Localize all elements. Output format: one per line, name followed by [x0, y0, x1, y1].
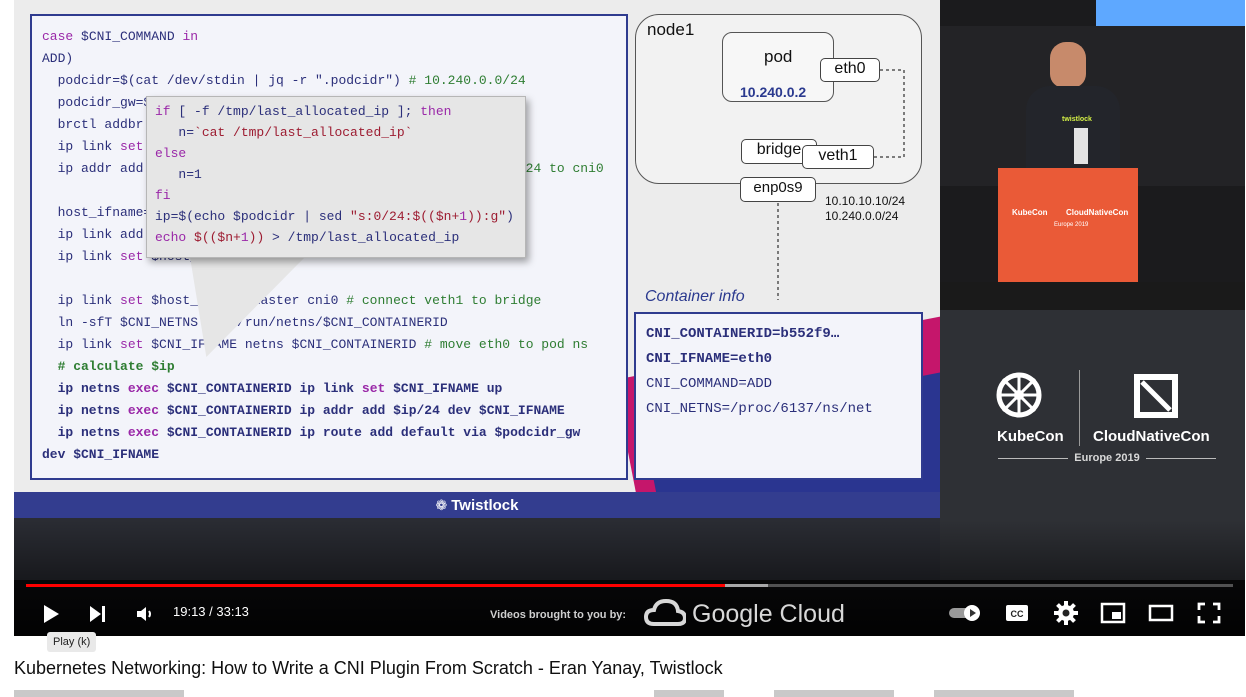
pod-box	[722, 32, 834, 102]
metadata-fragment	[14, 690, 184, 697]
google-cloud-icon[interactable]	[644, 598, 686, 628]
code-line: ip link set $CNI_IFNAME netns $CNI_CONTA…	[42, 337, 589, 352]
stage-screen	[1096, 0, 1245, 26]
google-cloud-wordmark[interactable]: Google Cloud	[692, 600, 845, 628]
code-line: case $CNI_COMMAND in	[42, 29, 199, 44]
code-line: if [ -f /tmp/last_allocated_ip ]; then	[155, 104, 452, 119]
time-display: 19:13 / 33:13	[173, 604, 249, 619]
container-info-heading: Container info	[645, 288, 745, 305]
code-panel: case $CNI_COMMAND in ADD) podcidr=$(cat /…	[30, 14, 628, 480]
speaker-head	[1050, 42, 1086, 88]
settings-gear-icon[interactable]	[1053, 600, 1079, 626]
metadata-fragment	[654, 690, 724, 697]
podium-logo-cncf: CloudNativeCon	[1066, 208, 1129, 217]
code-line: ip netns exec $CNI_CONTAINERID ip link s…	[42, 381, 503, 396]
code-line: n=`cat /tmp/last_allocated_ip`	[155, 125, 413, 140]
metadata-fragment	[934, 690, 1074, 697]
miniplayer-icon[interactable]	[1100, 601, 1126, 625]
node-label: node1	[647, 20, 695, 39]
code-line: ip netns exec $CNI_CONTAINERID ip addr a…	[42, 403, 565, 418]
podium-subtitle: Europe 2019	[1054, 222, 1089, 228]
speaker-shirt-logo: twistlock	[1062, 116, 1092, 123]
popup-code: if [ -f /tmp/last_allocated_ip ]; then n…	[155, 101, 514, 248]
network-addresses: 10.10.10.10/24 10.240.0.0/24	[825, 194, 906, 223]
edition-rule-left	[998, 457, 1069, 459]
cni-script-code: case $CNI_COMMAND in ADD) podcidr=$(cat /…	[42, 26, 604, 466]
fullscreen-icon[interactable]	[1196, 601, 1222, 625]
progress-played	[26, 584, 725, 587]
progress-bar[interactable]	[26, 584, 1233, 587]
enp0s9-interface: enp0s9	[740, 177, 816, 202]
container-info-line: CNI_NETNS=/proc/6137/ns/net	[646, 401, 873, 417]
eth0-interface: eth0	[820, 58, 880, 82]
veth1-interface: veth1	[802, 145, 874, 169]
speaker-body	[1026, 86, 1120, 170]
video-player[interactable]: case $CNI_COMMAND in ADD) podcidr=$(cat /…	[14, 0, 1245, 636]
code-line: echo $(($n+1)) > /tmp/last_allocated_ip	[155, 230, 460, 245]
container-info-line: CNI_CONTAINERID=b552f9…	[646, 326, 840, 342]
kubecon-wordmark: KubeCon	[997, 428, 1064, 445]
play-tooltip: Play (k)	[47, 632, 97, 652]
brand-divider	[1079, 370, 1080, 446]
cloudnativecon-wordmark: CloudNativeCon	[1093, 428, 1210, 445]
play-icon[interactable]	[38, 602, 62, 626]
audience-heads	[940, 282, 1245, 310]
ip-allocation-popup: if [ -f /tmp/last_allocated_ip ]; then n…	[146, 96, 526, 258]
code-line: ln -sfT $CNI_NETNS /var/run/netns/$CNI_C…	[42, 315, 448, 330]
next-video-icon[interactable]	[86, 602, 110, 626]
video-frame[interactable]: case $CNI_COMMAND in ADD) podcidr=$(cat /…	[14, 0, 1245, 580]
speaker-camera: twistlock KubeCon CloudNativeCon Europe …	[940, 0, 1245, 310]
slide-footer	[14, 492, 940, 518]
podium-logo-kubecon: KubeCon	[1012, 208, 1048, 217]
controls-gradient	[14, 520, 1245, 636]
bridge-interface: bridge	[741, 139, 817, 164]
kubernetes-helm-icon	[996, 372, 1042, 418]
code-line: else	[155, 146, 187, 161]
speaker-badge	[1074, 128, 1088, 164]
video-title: Kubernetes Networking: How to Write a CN…	[14, 658, 723, 678]
svg-text:CC: CC	[1011, 609, 1024, 619]
code-line: ip link set $host_ifname master cni0 # c…	[42, 293, 542, 308]
container-info-line: CNI_COMMAND=ADD	[646, 376, 773, 392]
sponsor-label: Videos brought to you by:	[490, 609, 627, 621]
metadata-row-cropped	[14, 690, 1246, 697]
pod-label: pod	[764, 47, 793, 66]
code-line: ip netns exec $CNI_CONTAINERID ip route …	[42, 425, 581, 440]
presentation-slide: case $CNI_COMMAND in ADD) podcidr=$(cat /…	[14, 0, 940, 518]
twistlock-icon: ❁	[435, 497, 448, 513]
autoplay-toggle-icon[interactable]	[948, 604, 984, 622]
diagram-connectors	[777, 69, 905, 300]
code-line: podcidr=$(cat /dev/stdin | jq -r ".podci…	[42, 73, 526, 88]
metadata-fragment	[774, 690, 894, 697]
edition-rule-right	[1145, 457, 1216, 459]
code-line: ip=$(echo $podcidr | sed "s:0/24:$(($n+1…	[155, 209, 514, 224]
code-line: fi	[155, 188, 171, 203]
code-line: ADD)	[42, 51, 74, 66]
captions-icon[interactable]: CC	[1004, 601, 1030, 625]
cncf-icon	[1134, 374, 1178, 418]
pod-ip: 10.240.0.2	[740, 84, 807, 100]
theater-mode-icon[interactable]	[1148, 601, 1174, 625]
event-edition: Europe 2019	[991, 452, 1223, 464]
volume-icon[interactable]	[132, 602, 156, 626]
code-line: dev $CNI_IFNAME	[42, 447, 160, 462]
container-info-line: CNI_IFNAME=eth0	[646, 351, 773, 367]
code-line: n=1	[155, 167, 202, 182]
slide-footer-logo: ❁Twistlock	[435, 497, 519, 514]
code-line: # calculate $ip	[42, 359, 175, 374]
